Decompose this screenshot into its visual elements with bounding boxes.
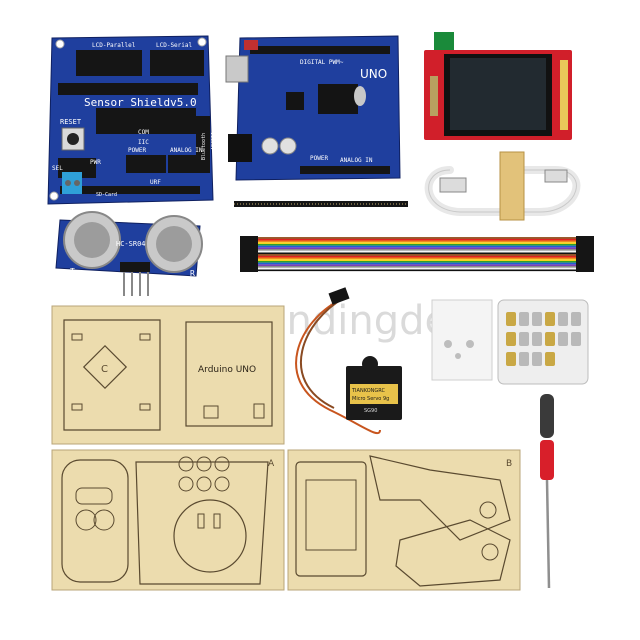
uno-analog: ANALOG IN bbox=[340, 157, 373, 164]
wood-panel-b: B bbox=[287, 449, 521, 591]
screw bbox=[506, 352, 516, 366]
uno-digital: DIGITAL PWM~ bbox=[300, 59, 344, 66]
screw bbox=[519, 312, 529, 326]
shield-lcd-serial: LCD-Serial bbox=[156, 42, 193, 49]
screwdriver-icon bbox=[540, 394, 554, 589]
tft-display bbox=[424, 32, 572, 140]
ultrasonic-t: T bbox=[70, 267, 75, 276]
shield-sd: SD-Card bbox=[96, 192, 117, 198]
wood-board-label: Arduino UNO bbox=[198, 365, 256, 375]
ultrasonic-sensor: HC-SR04 T R bbox=[55, 211, 203, 296]
ultrasonic-model: HC-SR04 bbox=[116, 240, 146, 248]
servo-model: Micro Servo 9g bbox=[352, 396, 389, 402]
uno-power: POWER bbox=[310, 155, 328, 162]
servo-part: SG90 bbox=[364, 408, 377, 414]
usb-cable-icon bbox=[424, 151, 581, 221]
screw bbox=[571, 332, 581, 346]
screw bbox=[506, 312, 516, 326]
wood-panel-a: A bbox=[51, 449, 285, 591]
shield-analog: ANALOG IN bbox=[170, 147, 203, 154]
screw-box bbox=[497, 299, 589, 385]
screw bbox=[558, 332, 568, 346]
shield-apc220: APC220 bbox=[211, 132, 217, 150]
screw bbox=[532, 332, 542, 346]
screw bbox=[506, 332, 516, 346]
screw bbox=[519, 332, 529, 346]
shield-iic: IIC bbox=[138, 139, 149, 146]
servo-horn-bag bbox=[431, 299, 493, 381]
screw bbox=[571, 312, 581, 326]
ultrasonic-r: R bbox=[190, 269, 195, 278]
wood-panel-top: C Arduino UNO bbox=[51, 305, 285, 445]
shield-sel: SEL bbox=[52, 165, 63, 172]
screw bbox=[532, 352, 542, 366]
shield-title: Sensor Shieldv5.0 bbox=[84, 96, 197, 109]
screw bbox=[519, 352, 529, 366]
screw bbox=[545, 352, 555, 366]
servo-brand: TIANKONGRC bbox=[351, 388, 385, 394]
wood-panel-b-label: B bbox=[506, 459, 512, 469]
screw bbox=[545, 312, 555, 326]
pin-header-icon bbox=[234, 201, 408, 207]
shield-com: COM bbox=[138, 129, 149, 136]
servo-motor: TIANKONGRC Micro Servo 9g SG90 bbox=[295, 287, 402, 435]
shield-bluetooth: Bluetooth bbox=[201, 133, 207, 160]
screw bbox=[545, 332, 555, 346]
wood-center-mark: C bbox=[101, 364, 108, 375]
jumper-wire-icon bbox=[240, 236, 594, 272]
shield-reset: RESET bbox=[60, 118, 82, 126]
shield-pwr: PWR bbox=[90, 159, 101, 166]
wood-panel-a-label: A bbox=[268, 459, 275, 469]
uno-board: UNO DIGITAL PWM~ ANALOG IN POWER bbox=[225, 35, 401, 181]
sensor-shield-board: Sensor Shieldv5.0 LCD-Parallel LCD-Seria… bbox=[47, 35, 217, 205]
screw bbox=[558, 312, 568, 326]
shield-power: POWER bbox=[128, 147, 146, 154]
shield-lcd-parallel: LCD-Parallel bbox=[92, 42, 136, 49]
screw bbox=[532, 312, 542, 326]
uno-label: UNO bbox=[360, 67, 387, 81]
shield-urf: URF bbox=[150, 179, 161, 186]
